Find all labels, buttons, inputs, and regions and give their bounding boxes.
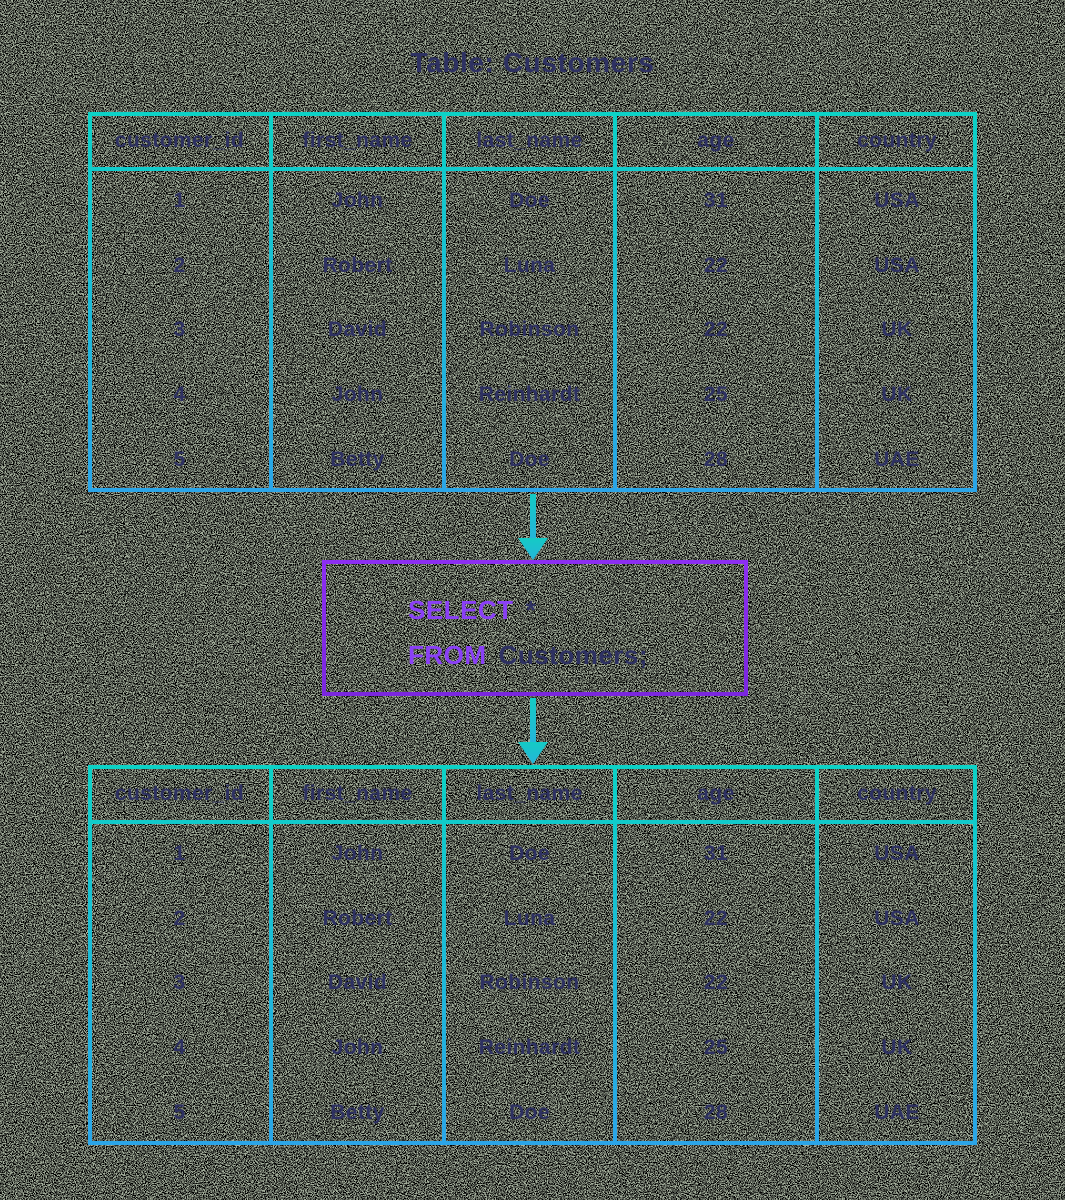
table-cell: UK — [881, 1036, 913, 1060]
down-arrow-icon — [518, 698, 548, 764]
column-header-last-name: last_name — [476, 781, 583, 805]
table-cell: Robinson — [479, 318, 580, 342]
table-cell: John — [331, 189, 384, 213]
table-cell: 31 — [703, 189, 729, 213]
table-cell: Doe — [509, 1100, 550, 1124]
sql-select-argument: * — [525, 595, 537, 625]
table-cell: Luna — [503, 906, 556, 930]
table-cell: 1 — [173, 842, 186, 866]
table-cell: John — [331, 383, 384, 407]
column-header-first-name: first_name — [302, 128, 413, 152]
table-cell: Luna — [503, 253, 556, 277]
table-cell: UAE — [874, 447, 920, 471]
column-header-last-name: last_name — [476, 128, 583, 152]
result-table-grid — [88, 765, 977, 1145]
table-cell: 3 — [173, 318, 186, 342]
table-cell: 5 — [173, 447, 186, 471]
column-header-country: country — [857, 128, 937, 152]
table-cell: USA — [874, 189, 920, 213]
table-cell: 4 — [173, 1036, 186, 1060]
table-cell: 22 — [703, 253, 729, 277]
source-table-cells: customer_id first_name last_name age cou… — [88, 112, 977, 492]
table-cell: Reinhardt — [478, 383, 581, 407]
table-cell: Reinhardt — [478, 1036, 581, 1060]
column-header-country: country — [857, 781, 937, 805]
table-cell: David — [327, 971, 388, 995]
column-header-first-name: first_name — [302, 781, 413, 805]
table-cell: 1 — [173, 189, 186, 213]
table-cell: Robert — [322, 253, 393, 277]
result-table: customer_id first_name last_name age cou… — [88, 765, 977, 1145]
table-cell: David — [327, 318, 388, 342]
table-cell: 28 — [703, 1100, 729, 1124]
table-cell: USA — [874, 906, 920, 930]
sql-keyword-select: SELECT — [408, 595, 514, 625]
table-cell: USA — [874, 842, 920, 866]
table-cell: 2 — [173, 253, 186, 277]
table-cell: Robert — [322, 906, 393, 930]
table-cell: UK — [881, 318, 913, 342]
table-cell: 5 — [173, 1100, 186, 1124]
column-header-customer-id: customer_id — [114, 128, 245, 152]
result-table-cells: customer_id first_name last_name age cou… — [88, 765, 977, 1145]
table-cell: Doe — [509, 842, 550, 866]
table-cell: Betty — [330, 1100, 385, 1124]
table-cell: UK — [881, 383, 913, 407]
table-cell: John — [331, 842, 384, 866]
table-cell: Doe — [509, 189, 550, 213]
sql-query-box: SELECT * FROM Customers; — [322, 560, 748, 696]
table-cell: 4 — [173, 383, 186, 407]
table-cell: 3 — [173, 971, 186, 995]
source-table-grid — [88, 112, 977, 492]
table-cell: USA — [874, 253, 920, 277]
sql-from-argument: Customers; — [498, 640, 649, 670]
table-cell: 22 — [703, 971, 729, 995]
table-cell: UAE — [874, 1100, 920, 1124]
table-cell: 22 — [703, 906, 729, 930]
table-cell: 28 — [703, 447, 729, 471]
sql-select-line: SELECT * — [408, 588, 744, 633]
diagram-title: Table: Customers — [410, 47, 655, 78]
table-cell: John — [331, 1036, 384, 1060]
table-cell: 25 — [703, 1036, 729, 1060]
column-header-age: age — [697, 128, 735, 152]
column-header-age: age — [697, 781, 735, 805]
down-arrow-icon — [518, 494, 548, 560]
table-cell: 2 — [173, 906, 186, 930]
table-cell: Doe — [509, 447, 550, 471]
table-cell: 22 — [703, 318, 729, 342]
column-header-customer-id: customer_id — [114, 781, 245, 805]
sql-from-line: FROM Customers; — [408, 633, 744, 678]
sql-keyword-from: FROM — [408, 640, 487, 670]
table-cell: 25 — [703, 383, 729, 407]
table-cell: Betty — [330, 447, 385, 471]
table-cell: UK — [881, 971, 913, 995]
source-table: customer_id first_name last_name age cou… — [88, 112, 977, 492]
table-cell: Robinson — [479, 971, 580, 995]
table-cell: 31 — [703, 842, 729, 866]
